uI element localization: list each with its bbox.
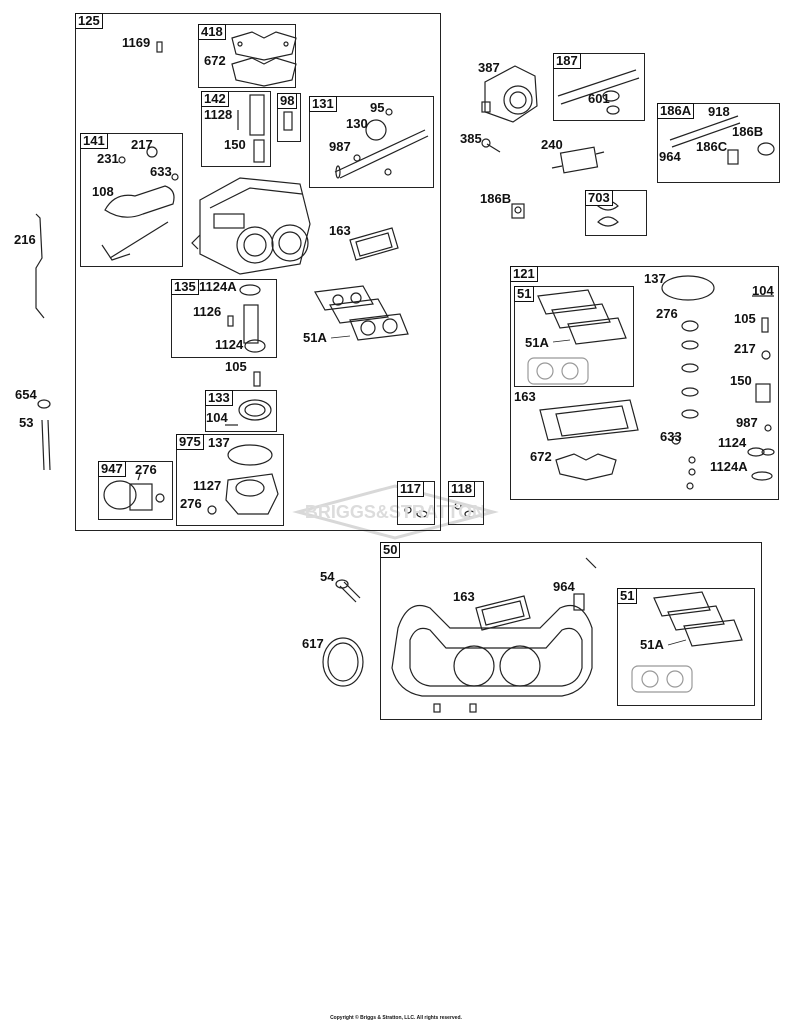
part-label-137: 137 <box>208 435 230 450</box>
group-tag-51-a: 51 <box>514 286 535 302</box>
group-tag-133: 133 <box>205 390 233 406</box>
part-label-385: 385 <box>460 131 482 146</box>
part-label-150: 150 <box>730 373 752 388</box>
frame-135 <box>171 279 277 358</box>
part-label-633: 633 <box>660 429 682 444</box>
frame-141 <box>80 133 183 267</box>
rod-216 <box>35 213 45 319</box>
part-label-387: 387 <box>478 60 500 75</box>
part-label-216: 216 <box>14 232 36 247</box>
frame-418 <box>198 24 296 88</box>
part-label-654: 654 <box>15 387 37 402</box>
part-label-105: 105 <box>734 311 756 326</box>
part-label-105: 105 <box>225 359 247 374</box>
part-label-217: 217 <box>131 137 153 152</box>
group-tag-98: 98 <box>277 93 298 109</box>
group-tag-118: 118 <box>448 481 475 497</box>
part-label-217: 217 <box>734 341 756 356</box>
part-label-51a: 51A <box>303 330 327 345</box>
part-label-186c: 186C <box>696 139 728 154</box>
part-label-918: 918 <box>708 104 730 119</box>
part-label-1124: 1124 <box>215 337 244 352</box>
frame-50 <box>380 542 762 720</box>
part-label-1124a: 1124A <box>199 279 237 294</box>
part-label-276: 276 <box>180 496 202 511</box>
part-label-95: 95 <box>370 100 385 115</box>
part-label-1124a: 1124A <box>710 459 748 474</box>
clamp-617 <box>322 637 364 687</box>
part-label-108: 108 <box>92 184 114 199</box>
group-tag-125: 125 <box>75 13 103 29</box>
nut-654 <box>37 399 51 409</box>
stud-53 <box>41 419 51 471</box>
part-label-672: 672 <box>204 53 226 68</box>
part-label-130: 130 <box>346 116 368 131</box>
group-tag-186a: 186A <box>657 103 695 119</box>
group-tag-135: 135 <box>171 279 199 295</box>
part-label-51a: 51A <box>525 335 549 350</box>
part-label-231: 231 <box>97 151 119 166</box>
part-label-633: 633 <box>150 164 172 179</box>
part-label-987: 987 <box>736 415 758 430</box>
group-tag-51-b: 51 <box>617 588 638 604</box>
group-tag-418: 418 <box>198 24 226 40</box>
group-tag-703: 703 <box>585 190 613 206</box>
frame-186a <box>657 103 780 183</box>
part-label-186b: 186B <box>732 124 764 139</box>
frame-133 <box>205 390 277 432</box>
frame-131 <box>309 96 434 188</box>
frame-121 <box>510 266 779 500</box>
part-label-104: 104 <box>752 283 774 298</box>
part-label-1128: 1128 <box>204 107 233 122</box>
part-label-964: 964 <box>659 149 681 164</box>
part-label-1169: 1169 <box>122 35 151 50</box>
frame-142 <box>201 91 271 167</box>
frame-125 <box>75 13 441 531</box>
part-label-150: 150 <box>224 137 246 152</box>
part-label-276: 276 <box>135 462 157 477</box>
part-label-186b: 186B <box>480 191 512 206</box>
group-tag-141: 141 <box>80 133 108 149</box>
part-label-51a: 51A <box>640 637 664 652</box>
part-label-53: 53 <box>19 415 34 430</box>
part-label-1127: 1127 <box>193 478 222 493</box>
group-tag-117: 117 <box>397 481 424 497</box>
fitting-186b-a <box>511 203 525 219</box>
copyright-notice: Copyright © Briggs & Stratton, LLC. All … <box>330 1015 462 1021</box>
part-label-617: 617 <box>302 636 324 651</box>
frame-187 <box>553 53 645 121</box>
part-label-672: 672 <box>530 449 552 464</box>
part-label-1126: 1126 <box>193 304 222 319</box>
part-label-104: 104 <box>206 410 228 425</box>
bolt-54 <box>335 579 361 603</box>
frame-975 <box>176 434 284 526</box>
frame-947 <box>98 461 173 520</box>
part-label-964: 964 <box>553 579 575 594</box>
frame-51-a <box>514 286 634 387</box>
part-label-163: 163 <box>514 389 536 404</box>
group-tag-975: 975 <box>176 434 204 450</box>
group-tag-947: 947 <box>98 461 126 477</box>
group-tag-131: 131 <box>309 96 337 112</box>
part-label-987: 987 <box>329 139 351 154</box>
group-tag-121: 121 <box>510 266 538 282</box>
part-label-163: 163 <box>453 589 475 604</box>
group-tag-187: 187 <box>553 53 581 69</box>
part-label-137: 137 <box>644 271 666 286</box>
part-label-1124: 1124 <box>718 435 747 450</box>
frame-51-b <box>617 588 755 706</box>
part-label-163: 163 <box>329 223 351 238</box>
group-tag-142: 142 <box>201 91 229 107</box>
part-label-276: 276 <box>656 306 678 321</box>
part-label-240: 240 <box>541 137 563 152</box>
frame-703 <box>585 190 647 236</box>
screw-385 <box>481 138 501 153</box>
part-label-601: 601 <box>588 91 610 106</box>
part-label-54: 54 <box>320 569 335 584</box>
group-tag-50: 50 <box>380 542 401 558</box>
